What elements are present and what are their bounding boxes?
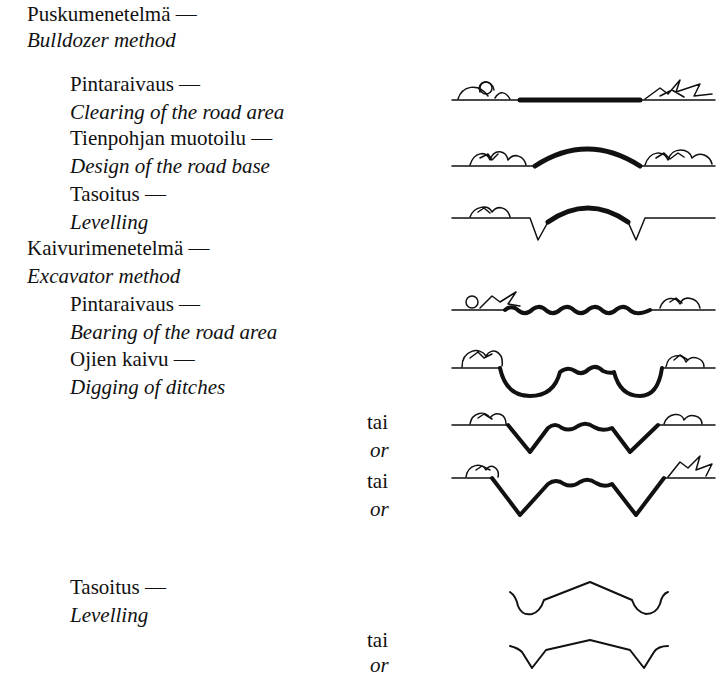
profile-stroke bbox=[470, 207, 510, 217]
section-design bbox=[452, 149, 715, 166]
method-title: Kaivurimenetelmä — bbox=[27, 238, 210, 259]
profile-stroke bbox=[470, 413, 702, 424]
profile-stroke bbox=[492, 478, 664, 515]
alternative-word: tai bbox=[367, 630, 388, 651]
step-name-en: Levelling bbox=[70, 212, 148, 233]
step-name-en: Levelling bbox=[70, 605, 148, 626]
profile-stroke bbox=[462, 351, 704, 367]
profile-stroke bbox=[452, 99, 715, 101]
profile-stroke bbox=[510, 640, 668, 668]
step-name-en: Clearing of the road area bbox=[70, 102, 284, 123]
alternative-word-en: or bbox=[370, 655, 389, 676]
method-title-en: Excavator method bbox=[27, 266, 180, 287]
profile-stroke bbox=[452, 218, 715, 240]
alternative-word-en: or bbox=[370, 499, 389, 520]
step-name: Pintaraivaus — bbox=[70, 74, 200, 95]
section-final-levelling-u bbox=[510, 582, 668, 614]
profile-stroke bbox=[510, 582, 668, 614]
profile-stroke bbox=[505, 307, 650, 313]
profile-stroke bbox=[548, 208, 628, 222]
profile-stroke bbox=[535, 149, 640, 166]
profile-stroke bbox=[452, 367, 715, 369]
profile-stroke bbox=[500, 367, 662, 396]
section-ditches-deep-v bbox=[452, 456, 715, 515]
step-name: Tasoitus — bbox=[70, 577, 166, 598]
profile-stroke bbox=[466, 456, 712, 477]
profile-stroke bbox=[508, 424, 658, 452]
profile-stroke bbox=[520, 98, 640, 103]
alternative-word: tai bbox=[367, 471, 388, 492]
step-name: Tienpohjan muotoilu — bbox=[70, 128, 272, 149]
step-name-en: Design of the road base bbox=[70, 156, 270, 177]
alternative-word-en: or bbox=[370, 440, 389, 461]
section-clearing bbox=[452, 80, 715, 100]
profile-stroke bbox=[645, 80, 712, 99]
section-final-levelling-v bbox=[510, 640, 668, 668]
section-ditches-v bbox=[452, 413, 715, 452]
method-title: Puskumenetelmä — bbox=[27, 4, 197, 25]
profile-stroke bbox=[480, 82, 492, 94]
step-name-en: Digging of ditches bbox=[70, 377, 225, 398]
profile-stroke bbox=[470, 150, 712, 165]
profile-stroke bbox=[480, 292, 700, 308]
profile-stroke bbox=[452, 165, 715, 167]
section-ditches-u bbox=[452, 351, 715, 396]
alternative-word: tai bbox=[367, 412, 388, 433]
section-excavator-clearing bbox=[452, 292, 715, 313]
step-name: Ojien kaivu — bbox=[70, 349, 195, 370]
step-name: Pintaraivaus — bbox=[70, 294, 200, 315]
profile-stroke bbox=[458, 82, 510, 99]
step-name: Tasoitus — bbox=[70, 184, 166, 205]
method-title-en: Bulldozer method bbox=[27, 30, 176, 51]
step-name-en: Bearing of the road area bbox=[70, 322, 277, 343]
profile-stroke bbox=[466, 296, 478, 308]
section-levelling bbox=[452, 207, 715, 240]
